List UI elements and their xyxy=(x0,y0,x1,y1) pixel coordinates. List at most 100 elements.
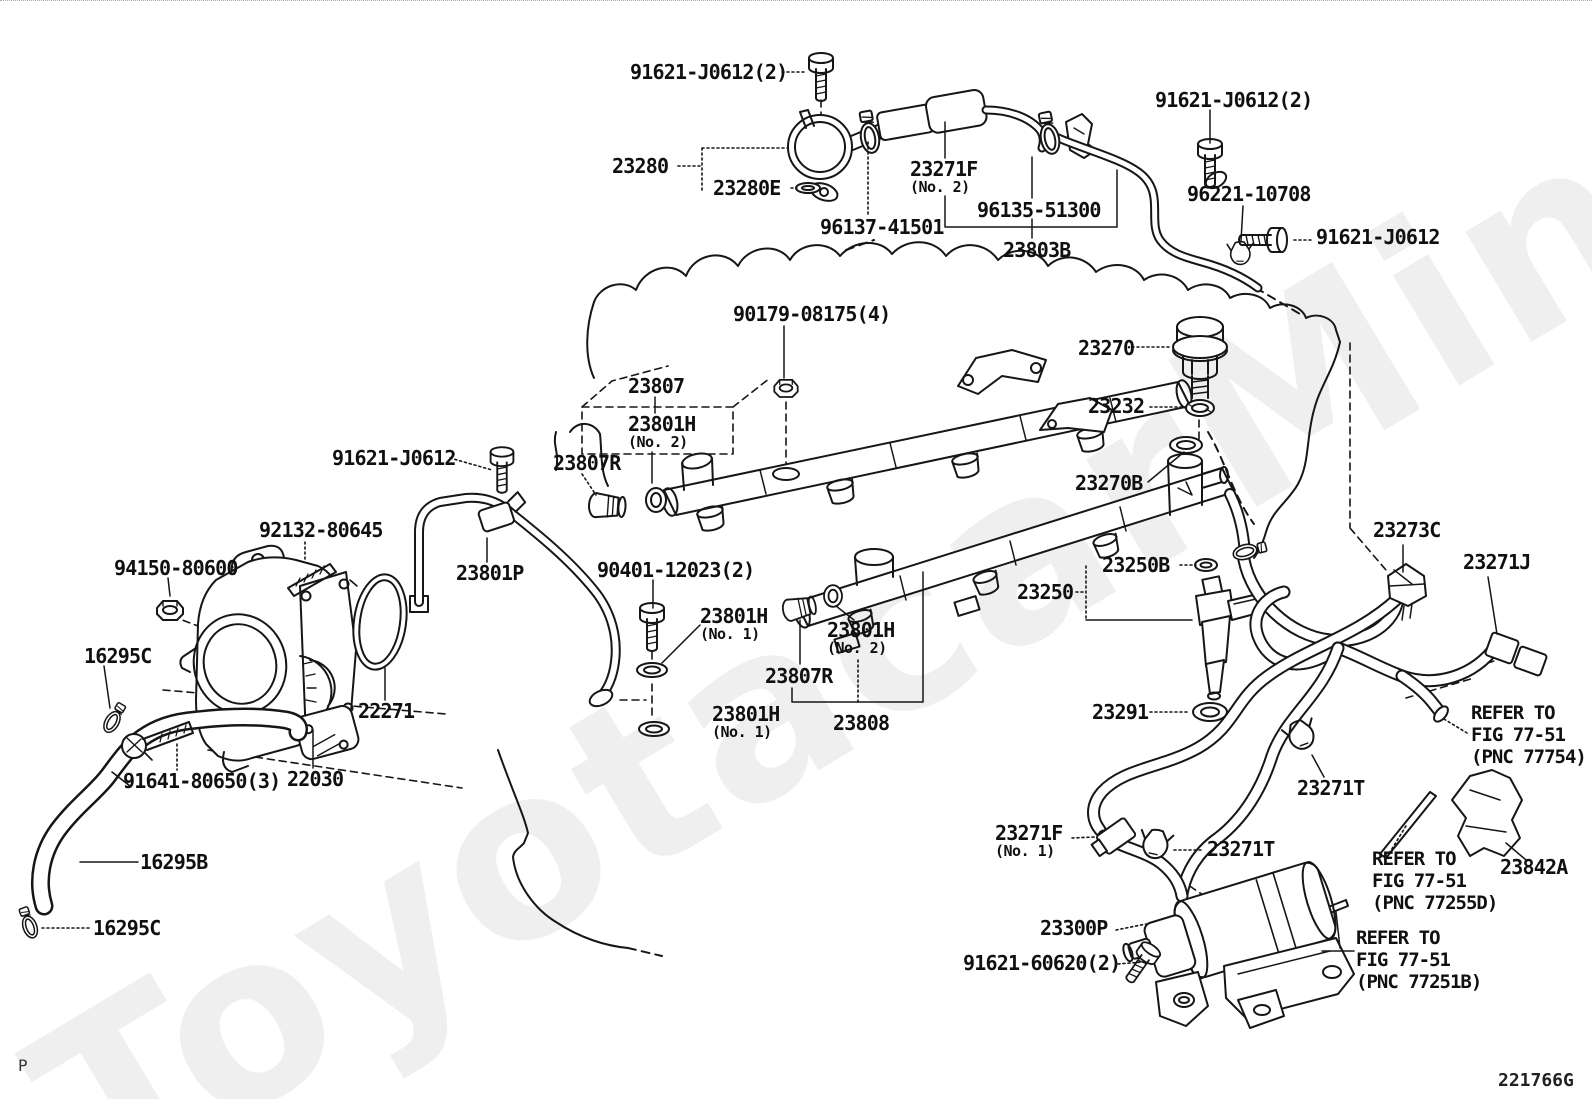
part-label-line: FIG 77-51 xyxy=(1372,870,1467,892)
part-label: 96135-51300 xyxy=(977,200,1101,221)
part-number: 23291 xyxy=(1092,700,1149,724)
throttle-body-drawing xyxy=(179,544,360,773)
part-number: 23271T xyxy=(1207,837,1275,861)
pulsation-damper-drawing xyxy=(1169,316,1228,454)
fuel-rail-upper-drawing xyxy=(661,349,1193,532)
part-number: 91621-J0612 xyxy=(332,446,456,470)
part-number: 90401-12023(2) xyxy=(597,558,755,582)
part-label: 23250 xyxy=(1017,582,1074,603)
part-label-line: REFER TO xyxy=(1372,848,1457,870)
part-number: 23808 xyxy=(833,711,890,735)
part-label: 23801H(No. 1) xyxy=(712,704,780,742)
part-label: 92132-80645 xyxy=(259,518,383,542)
page-edge xyxy=(0,0,1592,1)
part-number: 23801P xyxy=(456,561,524,585)
part-number: 23271F xyxy=(995,821,1063,845)
vacuum-pipe-drawing xyxy=(409,491,621,708)
part-label: 23270 xyxy=(1078,336,1135,360)
part-label-qualifier: (No. 1) xyxy=(712,723,772,742)
part-label: 91621-J0612 xyxy=(332,446,456,470)
part-number: 23273C xyxy=(1373,518,1441,542)
part-label-qualifier: (No. 2) xyxy=(628,433,688,452)
part-label: 22030 xyxy=(287,769,344,790)
part-number: 91621-J0612(2) xyxy=(630,60,788,84)
part-label: 91621-J0612 xyxy=(1316,225,1440,249)
part-label: 91621-J0612(2) xyxy=(1155,88,1313,112)
part-label: 23801P xyxy=(456,561,524,585)
part-label: 23271T xyxy=(1207,837,1275,861)
part-number: 23807R xyxy=(553,451,621,475)
part-label-line: (PNC 77754) xyxy=(1471,746,1587,768)
part-label: 96221-10708 xyxy=(1187,182,1311,206)
part-number: 23801H xyxy=(628,412,696,436)
part-label: 96137-41501 xyxy=(820,215,944,239)
part-number: 23807 xyxy=(628,374,685,398)
part-number: 96221-10708 xyxy=(1187,182,1311,206)
part-number: 23300P xyxy=(1040,916,1108,940)
part-label: 22271 xyxy=(358,699,415,723)
part-label: 23271J xyxy=(1463,552,1531,573)
plug-icon xyxy=(781,595,817,622)
part-label: 23808 xyxy=(833,711,890,735)
part-number: 23280 xyxy=(612,154,669,178)
part-number: 91641-80650(3) xyxy=(123,769,281,793)
part-number: 23801H xyxy=(827,618,895,642)
part-label: 16295C xyxy=(84,644,152,668)
part-label: 23232 xyxy=(1088,396,1145,417)
page-code: P xyxy=(18,1056,28,1075)
part-label: 23801H(No. 2) xyxy=(827,618,895,658)
part-number: 23271T xyxy=(1297,776,1365,800)
part-label: 23271T xyxy=(1297,776,1365,800)
long-bolt-icon xyxy=(121,721,194,759)
pressure-regulator-drawing xyxy=(787,89,1097,202)
part-number: 16295B xyxy=(140,850,208,874)
part-number: 91621-60620(2) xyxy=(963,951,1121,975)
part-number: 91621-J0612(2) xyxy=(1155,88,1313,112)
part-number: 16295C xyxy=(93,916,161,940)
part-number: 22271 xyxy=(358,699,415,723)
part-label-qualifier: (No. 2) xyxy=(910,178,970,197)
part-label-qualifier: (No. 2) xyxy=(827,639,887,658)
part-label: 23300P xyxy=(1040,916,1108,940)
part-label: 23270B xyxy=(1075,473,1143,494)
part-number: 96137-41501 xyxy=(820,215,944,239)
part-label-line: (PNC 77255D) xyxy=(1372,892,1498,914)
part-label: 23280 xyxy=(612,154,669,178)
part-number: 23250B xyxy=(1102,553,1170,577)
part-label: 23280E xyxy=(713,178,781,199)
part-number: 90179-08175(4) xyxy=(733,302,891,326)
part-number: 23842A xyxy=(1500,855,1568,879)
part-label: 23271F(No. 1) xyxy=(995,821,1063,861)
part-number: 91621-J0612 xyxy=(1316,225,1440,249)
engine-outline xyxy=(497,239,1341,957)
part-label: 16295C xyxy=(93,916,161,940)
part-label: 16295B xyxy=(140,850,208,874)
plug-icon xyxy=(587,492,627,519)
part-number: 92132-80645 xyxy=(259,518,383,542)
part-label: 23271F(No. 2) xyxy=(910,157,978,197)
pipe-23803-drawing xyxy=(1041,127,1263,293)
part-label-qualifier: (No. 1) xyxy=(995,842,1055,861)
part-label: 23842A xyxy=(1500,855,1568,879)
part-number: 94150-80600 xyxy=(114,556,238,580)
right-hose-harness-drawing xyxy=(1087,488,1548,925)
part-label-line: REFER TO xyxy=(1471,702,1556,724)
part-label: 94150-80600 xyxy=(114,556,238,580)
part-label: 23273C xyxy=(1373,518,1441,542)
part-number: 23271F xyxy=(910,157,978,181)
part-number: 16295C xyxy=(84,644,152,668)
part-label: 23801H(No. 1) xyxy=(700,606,768,643)
part-label-line: REFER TO xyxy=(1356,927,1441,949)
part-number: 23270 xyxy=(1078,336,1135,360)
part-label: 91621-J0612(2) xyxy=(630,60,788,84)
fastener-icons xyxy=(15,52,1322,989)
part-label-line: (PNC 77251B) xyxy=(1356,971,1482,993)
stud-icon xyxy=(287,563,337,597)
part-label: 23801H(No. 2) xyxy=(628,412,696,452)
